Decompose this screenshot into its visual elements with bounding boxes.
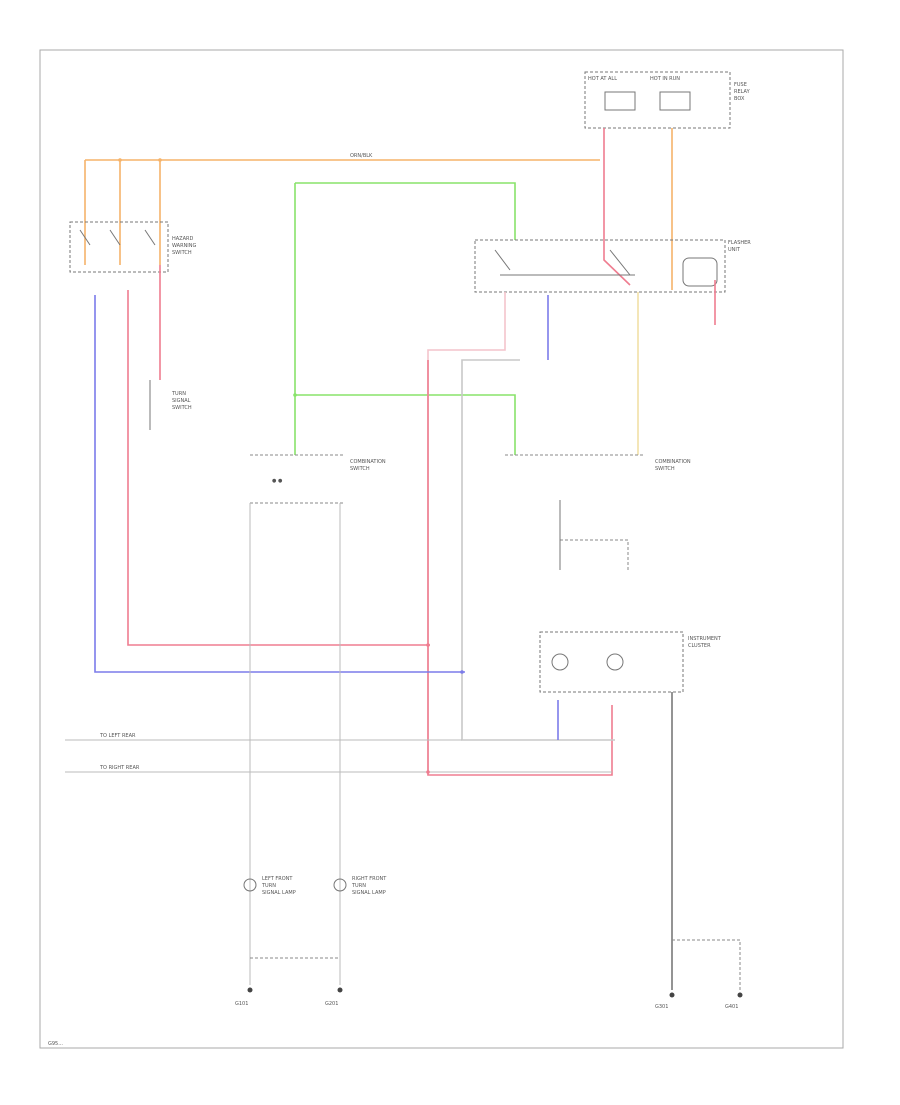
red-wire-upper: [603, 128, 631, 286]
light-wire-right: [461, 359, 615, 741]
blue-wire-long: [94, 295, 465, 673]
combo-right-label-1: COMBINATION: [655, 459, 691, 465]
ground-label-1: G101: [235, 1001, 248, 1007]
combo-left-switch-glyph: ● ●: [272, 478, 283, 484]
flasher-label-2: UNIT: [728, 247, 741, 253]
lf-lamp-label-3: SIGNAL LAMP: [262, 890, 296, 896]
to-left-rear: TO LEFT REAR: [99, 733, 136, 739]
fuse-box-label-1: HOT AT ALL: [588, 76, 617, 82]
orange-wire-label: ORN/BLK: [350, 153, 373, 159]
ground-g301: [669, 992, 675, 998]
hazard-switch-label-3: SWITCH: [172, 250, 192, 256]
lf-lamp-label-2: TURN: [261, 883, 276, 889]
cluster-label-1: INSTRUMENT: [688, 636, 722, 642]
combination-relay: [474, 239, 726, 293]
hazard-switch-label-2: WARNING: [172, 243, 197, 249]
pink-wire: [427, 292, 506, 775]
combo-left-label-1: COMBINATION: [350, 459, 386, 465]
gray-dashed-branch: [672, 939, 741, 990]
turn-switch-label-1: TURN: [171, 391, 186, 397]
to-right-rear: TO RIGHT REAR: [99, 765, 140, 771]
rf-lamp-label-1: RIGHT FRONT: [352, 876, 387, 882]
right-front-lamp: RIGHT FRONT TURN SIGNAL LAMP: [333, 876, 387, 896]
green-wire: [294, 182, 516, 455]
combo-right-label-2: SWITCH: [655, 466, 675, 472]
ground-symbols: G101 G201 G301 G401: [235, 987, 743, 1010]
flasher-label-1: FLASHER: [728, 240, 751, 246]
instrument-cluster: INSTRUMENT CLUSTER: [539, 631, 722, 693]
lamp-feed-wires: [249, 503, 341, 985]
footer-code: G95...: [48, 1041, 63, 1047]
combination-switch-left: ● ● COMBINATION SWITCH: [250, 454, 386, 504]
flasher-unit: FLASHER UNIT: [682, 240, 751, 287]
cluster-label-2: CLUSTER: [688, 643, 711, 649]
hazard-switch: HAZARD WARNING SWITCH: [69, 221, 197, 273]
ground-g201: [337, 987, 343, 993]
dashed-branch: [559, 515, 629, 570]
ground-label-3: G301: [655, 1004, 668, 1010]
red-wire-left: [127, 265, 430, 646]
ground-g401: [737, 992, 743, 998]
ground-label-2: G201: [325, 1001, 338, 1007]
red-wire-middle: [427, 360, 613, 776]
fuse-box-desc-1: FUSE: [734, 82, 747, 88]
fuse-box-desc-3: BOX: [734, 96, 745, 102]
left-front-lamp: LEFT FRONT TURN SIGNAL LAMP: [243, 876, 296, 896]
fuse-relay-box: HOT AT ALL HOT IN RUN FUSE RELAY BOX: [584, 71, 751, 129]
ground-label-4: G401: [725, 1004, 738, 1010]
ground-g101: [247, 987, 253, 993]
connector-dots: [118, 158, 464, 774]
combo-left-label-2: SWITCH: [350, 466, 370, 472]
rf-lamp-label-3: SIGNAL LAMP: [352, 890, 386, 896]
fuse-box-label-2: HOT IN RUN: [650, 76, 680, 82]
hazard-switch-label-1: HAZARD: [172, 236, 194, 242]
lf-lamp-label-1: LEFT FRONT: [262, 876, 293, 882]
turn-signal-switch: TURN SIGNAL SWITCH: [149, 380, 192, 430]
combination-switch-right: COMBINATION SWITCH: [505, 454, 691, 472]
turn-switch-label-3: SWITCH: [172, 405, 192, 411]
fuse-box-desc-2: RELAY: [734, 89, 751, 95]
diagram-frame: [39, 49, 844, 1049]
rear-rail-wires: [65, 739, 612, 773]
orange-wire: [84, 128, 673, 290]
turn-switch-label-2: SIGNAL: [172, 398, 191, 404]
rf-lamp-label-2: TURN: [351, 883, 366, 889]
